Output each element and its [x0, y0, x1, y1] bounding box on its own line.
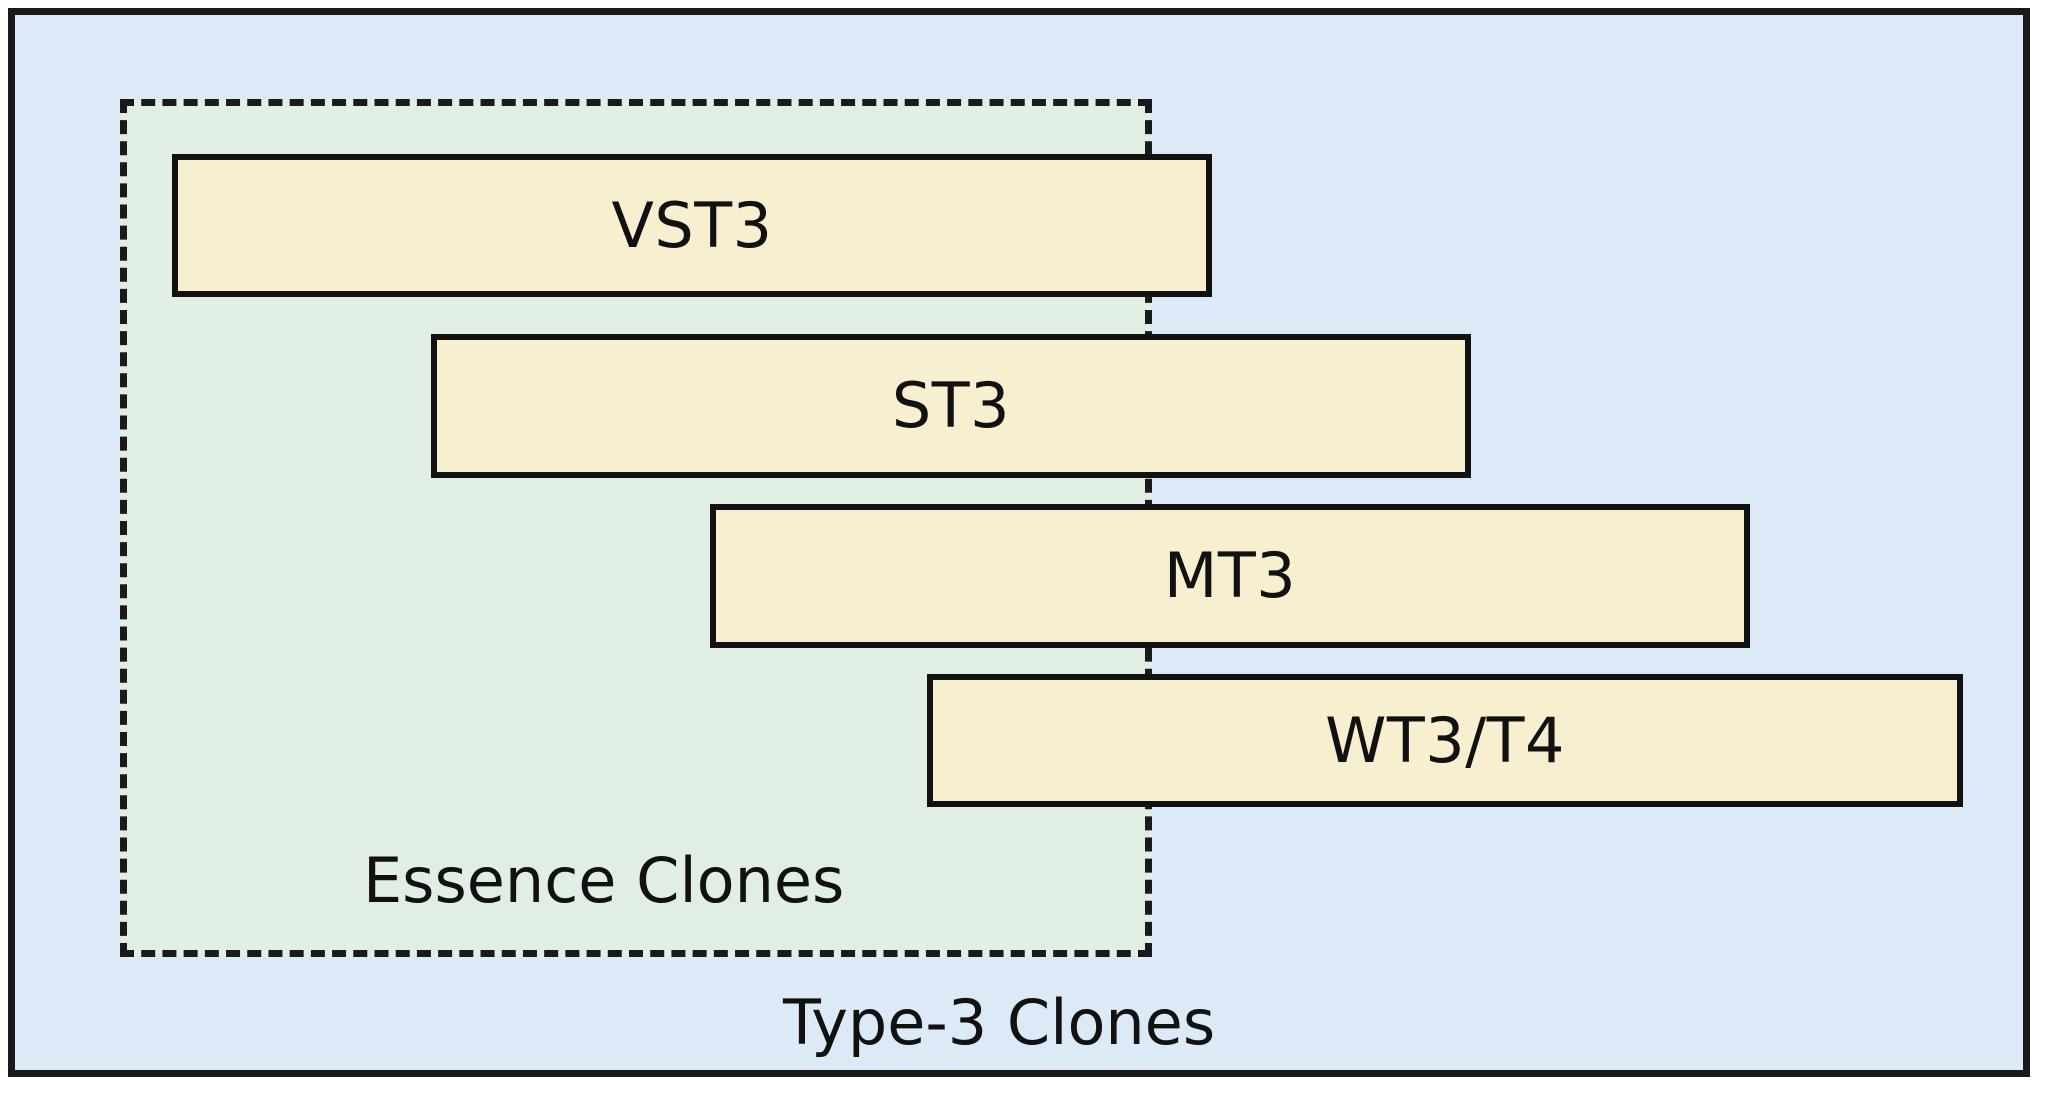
clone-bar-mt3-label: MT3	[1163, 539, 1297, 612]
clone-bar-st3-label: ST3	[891, 369, 1011, 442]
clone-bar-vst3-label: VST3	[611, 188, 773, 262]
clone-bar-mt3: MT3	[710, 504, 1750, 648]
essence-clones-label: Essence Clones	[363, 844, 845, 917]
type-3-clones-region: VST3 ST3 MT3 WT3/T4 Essence Clones Type-…	[8, 8, 2030, 1077]
clone-bar-wt3t4-label: WT3/T4	[1325, 703, 1565, 777]
clone-bar-st3: ST3	[431, 334, 1471, 478]
clone-bar-wt3t4: WT3/T4	[927, 674, 1963, 807]
clone-bar-vst3: VST3	[172, 154, 1212, 297]
type-3-clones-label: Type-3 Clones	[783, 986, 1216, 1059]
